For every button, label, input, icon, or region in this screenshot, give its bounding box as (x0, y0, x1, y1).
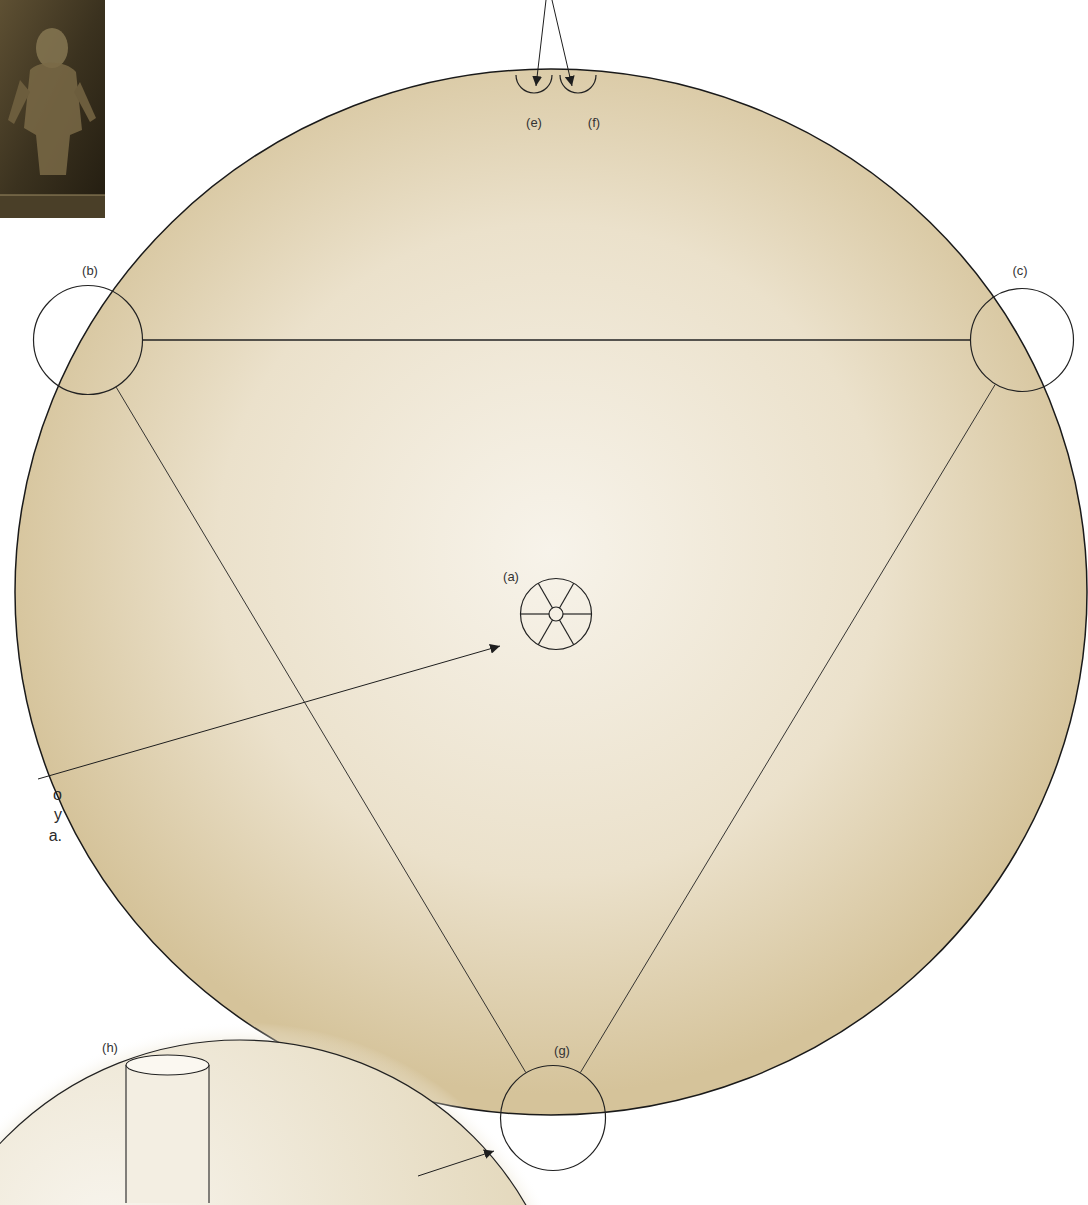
circle-marker: (b) (33, 285, 143, 395)
circle-marker-outline (500, 1065, 606, 1171)
callout-letter: (c) (1012, 263, 1027, 278)
cropped-text: a. (49, 826, 62, 845)
cylinder-vessel-outline (125, 1055, 210, 1203)
triangle-line (116, 387, 526, 1072)
inset-disc (0, 1040, 570, 1205)
callout-letter: (h) (102, 1040, 118, 1055)
cylinder-vessel: (h) (125, 1055, 210, 1203)
cropped-text-line: o (0, 785, 62, 804)
semicircle-port: (f) (560, 75, 596, 93)
circle-marker: (c) (970, 288, 1074, 392)
cropped-text-line: a. (0, 826, 62, 845)
cropped-text: o (53, 785, 62, 804)
triangle-line (580, 385, 995, 1073)
callout-letter: (a) (503, 569, 519, 584)
inset-photo (0, 0, 105, 218)
leader-arrow (38, 646, 500, 779)
callout-letter: (g) (554, 1043, 570, 1058)
leader-arrow (552, 0, 572, 86)
wheel-symbol: (a) (520, 578, 592, 650)
leader-arrow (536, 0, 546, 86)
leader-arrow (418, 1151, 494, 1176)
callout-letter: (b) (82, 263, 98, 278)
callout-letter: (e) (526, 115, 542, 130)
main-disc (15, 69, 1087, 1115)
semicircle-port: (e) (516, 75, 552, 93)
circle-marker: (g) (500, 1065, 606, 1171)
semicircle-port-outline (560, 75, 596, 93)
inset-glow (0, 1022, 588, 1205)
cropped-text-line: y (0, 805, 62, 824)
circle-marker-outline (33, 285, 143, 395)
callout-letter: (f) (588, 115, 600, 130)
circle-marker-outline (970, 288, 1074, 392)
wheel-symbol-outline (520, 578, 592, 650)
triangle-line (143, 339, 970, 341)
semicircle-port-outline (516, 75, 552, 93)
cropped-text: y (54, 805, 62, 824)
